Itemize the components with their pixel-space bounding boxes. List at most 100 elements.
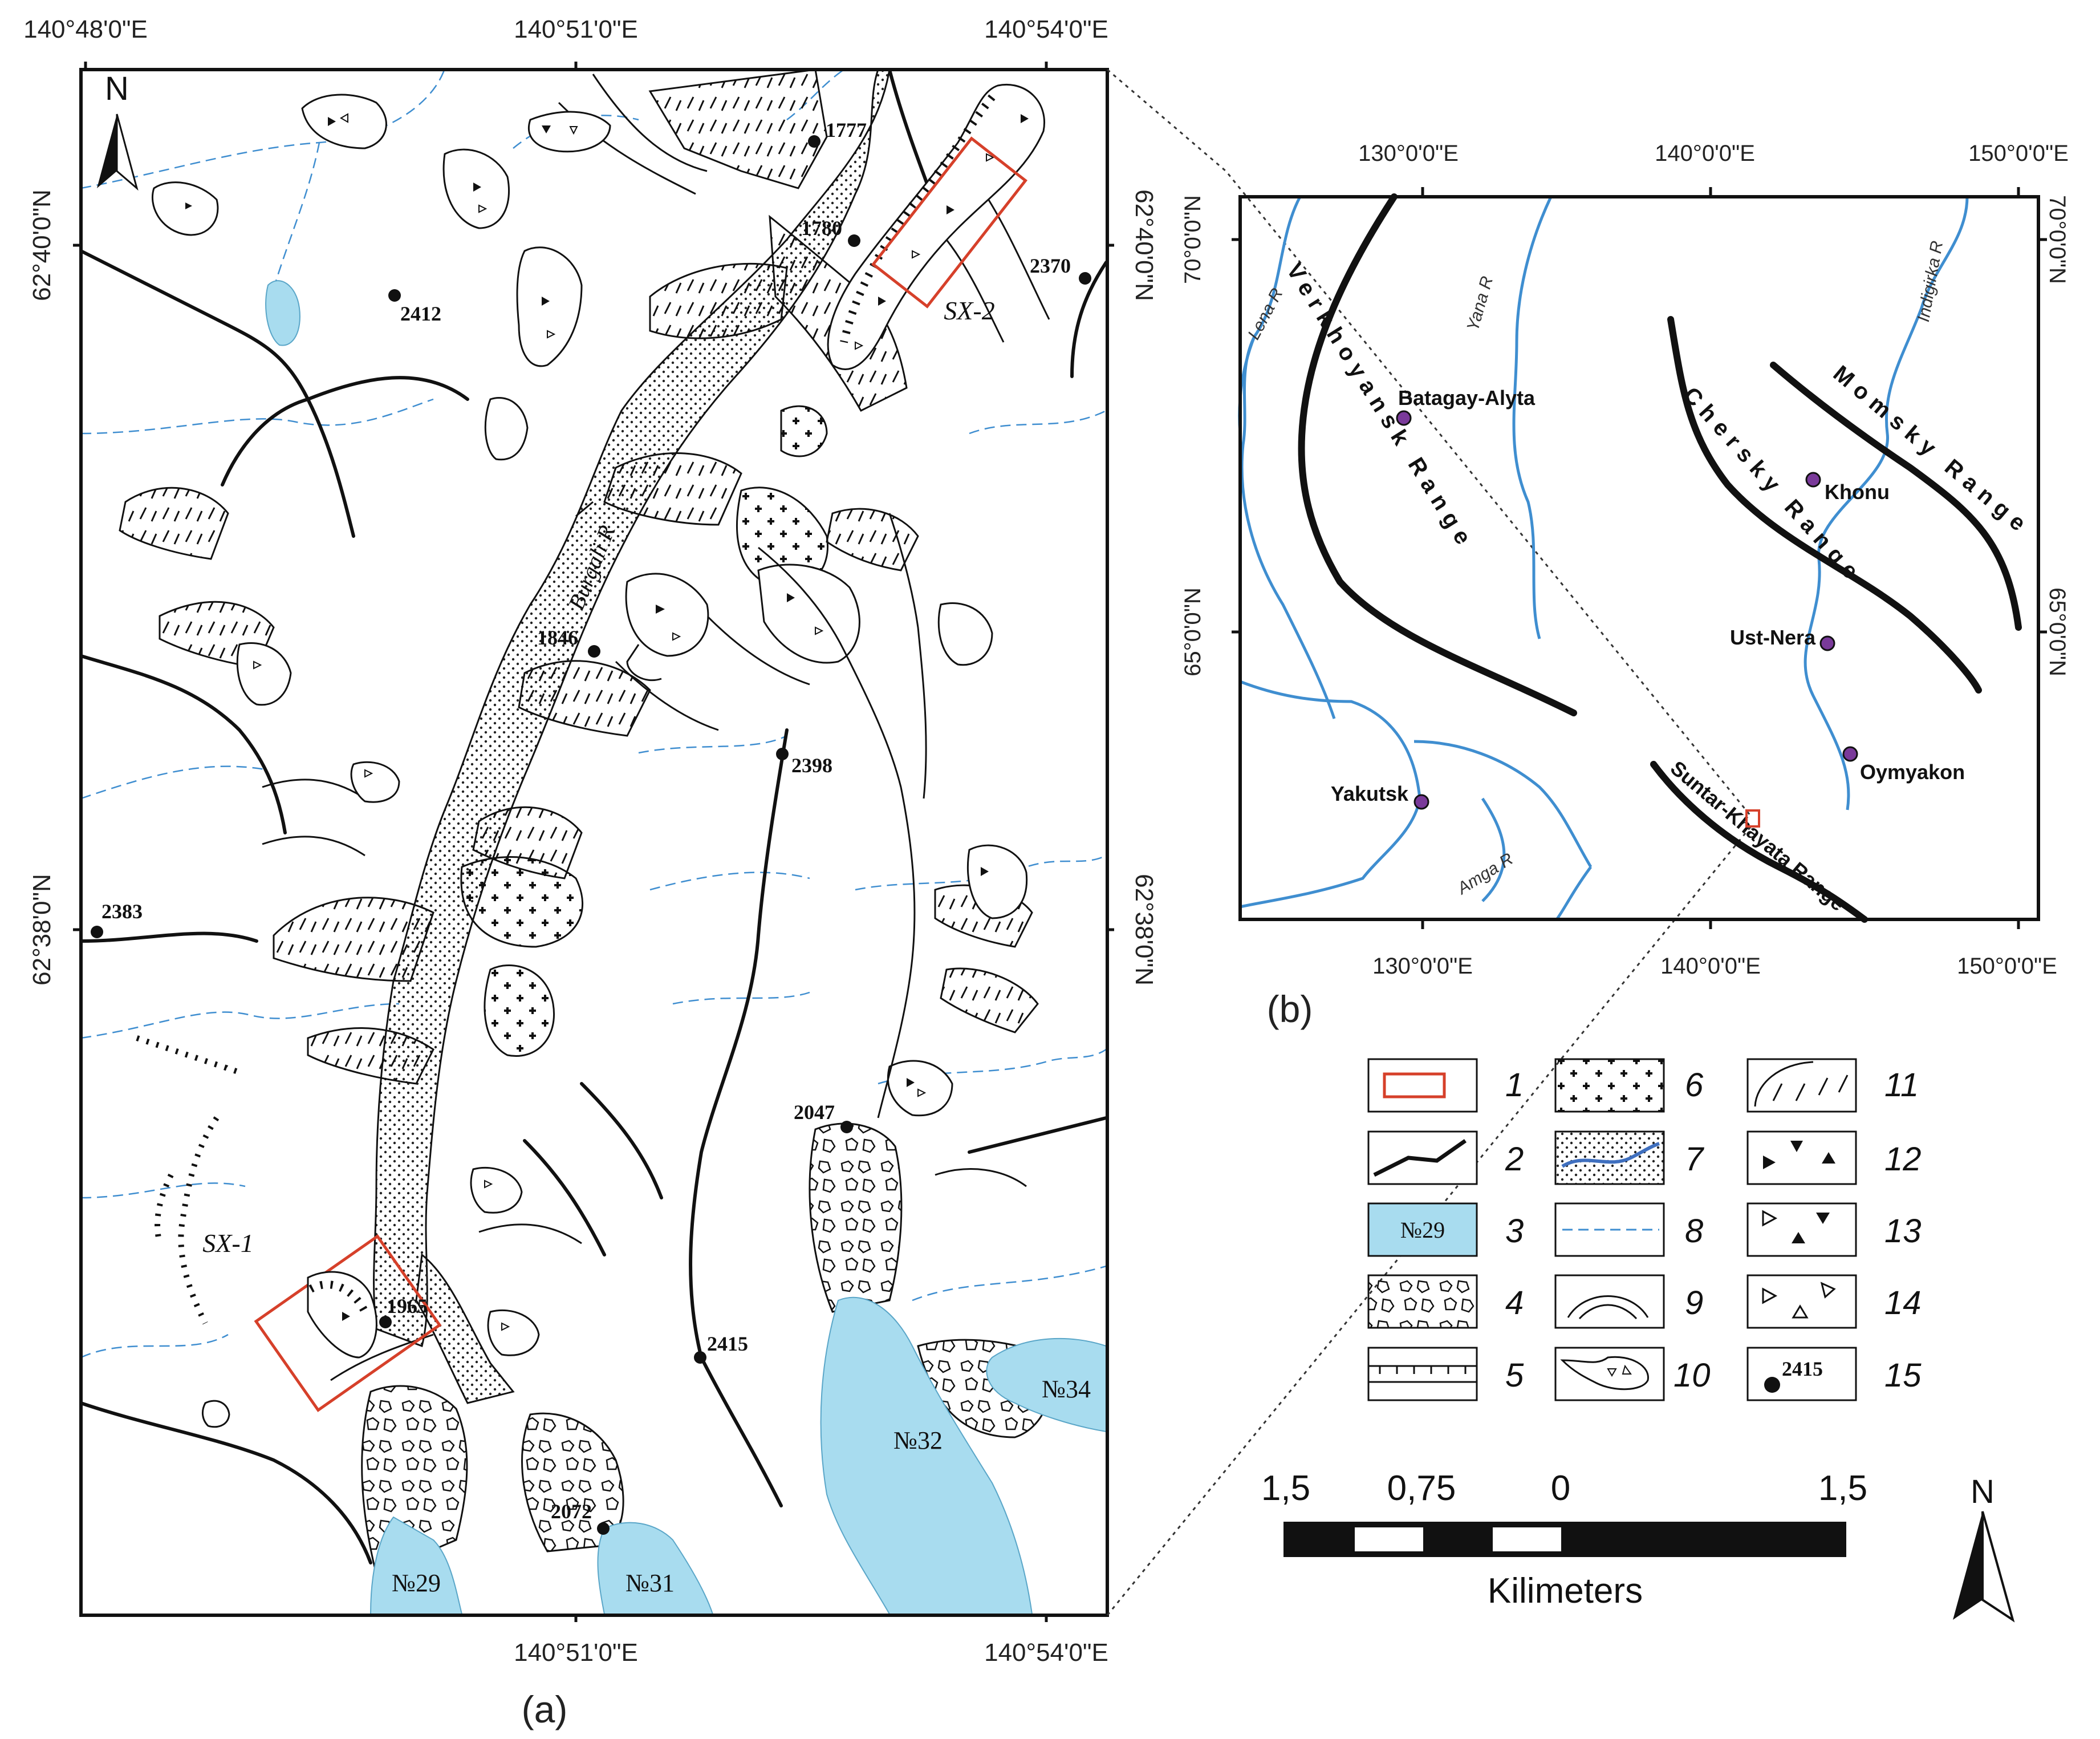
moraine-3 [809,1122,903,1313]
map-b-top-lon-2: 140°0'0"E [1655,141,1755,166]
map-a-top-lon-2: 140°51'0"E [514,15,638,43]
map-a-north-arrow: N [97,70,139,191]
legend-number-15: 15 [1884,1357,1922,1394]
legend-item-10: 10 [1554,1347,1711,1401]
scale-tick-2: 0,75 [1387,1469,1456,1508]
legend-item-6: 6 [1554,1058,1704,1113]
map-b-bottom-lon-2: 140°0'0"E [1660,954,1761,979]
map-b-left-lat-2: 65°0'0"N [1180,587,1205,676]
lake-32-label: №32 [893,1426,943,1454]
legend-item-8: 8 [1554,1202,1703,1257]
river-amga-label: Amga R [1453,849,1517,898]
scale-north-arrow: N [1953,1473,2015,1623]
elev-2047: 2047 [794,1101,835,1124]
lake-34 [986,1337,1107,1433]
fan-centre [518,660,651,737]
scale-north-label: N [1971,1473,1995,1510]
scale-tick-4: 1,5 [1818,1469,1867,1508]
map-a-caption: (a) [522,1688,568,1730]
map-a-left-lat-2: 62°38'0"N [28,874,56,986]
plus-area-2 [780,405,828,457]
sx1-triangle [342,1312,350,1321]
sx2-triangles [855,114,1029,350]
map-a-triangles [185,113,989,1331]
fan-left-up [119,487,229,560]
map-a-left-lat-1: 62°40'0"N [28,189,56,301]
elev-1780: 1780 [801,217,842,240]
legend-number-1: 1 [1505,1067,1524,1104]
site-sx1-label: SX-1 [202,1229,253,1258]
legend-item-4: 4 [1367,1274,1524,1329]
inset-study-area [1745,809,1760,828]
map-a-right-lat-2: 62°38'0"N [1130,874,1158,986]
inset-connectors [1106,68,1752,1616]
map-b-bottom-lon-1: 130°0'0"E [1372,954,1473,979]
legend-number-5: 5 [1505,1357,1524,1394]
site-sx2-label: SX-2 [944,296,994,325]
legend: 1 2 №29 3 4 5 6 7 [1367,1058,1922,1401]
scale-tick-1: 1,5 [1261,1469,1310,1508]
valley-fan [415,1253,515,1404]
lake-31-label: №31 [625,1569,675,1597]
map-a-top-lon-1: 140°48'0"E [23,15,148,43]
map-b-ranges [1298,193,2022,923]
fan-east-upper [826,508,919,571]
elev-1965: 1965 [387,1295,428,1318]
river-yana-label: Yana R [1464,274,1497,333]
legend-number-13: 13 [1884,1213,1922,1250]
elev-2383: 2383 [101,900,143,923]
map-b-bottom-lon-3: 150°0'0"E [1957,954,2057,979]
plus-area-3 [460,856,584,948]
fan-mid-left [603,452,742,526]
map-b-rivers [1238,196,1969,921]
map-a-bottom-lon-1: 140°51'0"E [514,1639,638,1667]
elev-2370: 2370 [1030,254,1071,277]
fan-left-low [273,897,434,982]
legend-number-6: 6 [1685,1067,1704,1104]
scale-bar-white-2 [1493,1527,1561,1551]
city-oymyakon: Oymyakon [1860,760,1965,784]
legend-number-9: 9 [1685,1284,1703,1322]
legend-elev-sample: 2415 [1782,1357,1823,1380]
map-b-top-lon-3: 150°0'0"E [1968,141,2069,166]
city-ust-nera: Ust-Nera [1730,626,1816,649]
map-a-elevation-points: 1777 1780 2370 2412 1846 2398 2383 2047 … [91,119,1091,1535]
legend-item-3: №29 3 [1367,1202,1524,1257]
scale-unit: Kilimeters [1488,1571,1643,1611]
fan-left-lower [307,1027,434,1085]
river-indigirka-label: Indigirka R [1914,240,1947,323]
city-batagay-alyta: Batagay-Alyta [1398,386,1536,410]
map-a-north-label: N [105,70,129,107]
moraine-2 [521,1412,624,1552]
lake-34-label: №34 [1042,1375,1091,1403]
legend-number-12: 12 [1884,1141,1922,1178]
map-a-ticks [73,62,1114,1622]
legend-item-1: 1 [1367,1058,1524,1113]
range-momsky-label: Momsky Range [1829,361,2036,541]
legend-number-11: 11 [1884,1067,1919,1104]
legend-number-10: 10 [1673,1357,1711,1394]
river-flow-arrow [575,501,594,517]
map-a-right-lat-1: 62°40'0"N [1130,189,1158,301]
legend-lake-sample: №29 [1400,1217,1445,1243]
legend-item-13: 13 [1746,1202,1922,1257]
map-a: 140°48'0"E 140°51'0"E 140°54'0"E 140°51'… [23,15,1752,1730]
map-a-bottom-lon-2: 140°54'0"E [984,1639,1108,1667]
legend-number-8: 8 [1685,1213,1703,1250]
legend-item-15: 2415 15 [1746,1347,1922,1401]
map-b-top-lon-1: 130°0'0"E [1358,141,1459,166]
map-a-scarps [136,1035,241,1325]
elev-1846: 1846 [537,626,578,649]
sx2-frame [871,136,1027,309]
legend-item-11: 11 [1746,1058,1919,1113]
lake-29-label: №29 [392,1569,441,1597]
legend-item-12: 12 [1746,1130,1922,1185]
river-lena-label: Lena R [1244,285,1287,343]
map-b: 130°0'0"E 140°0'0"E 150°0'0"E 130°0'0"E … [1180,141,2070,1030]
elev-2412: 2412 [400,302,441,325]
sx1-scarp [308,1280,369,1314]
sx2-scarp [840,94,996,343]
plus-area-4 [484,964,555,1057]
map-a-frame [79,68,1109,1617]
